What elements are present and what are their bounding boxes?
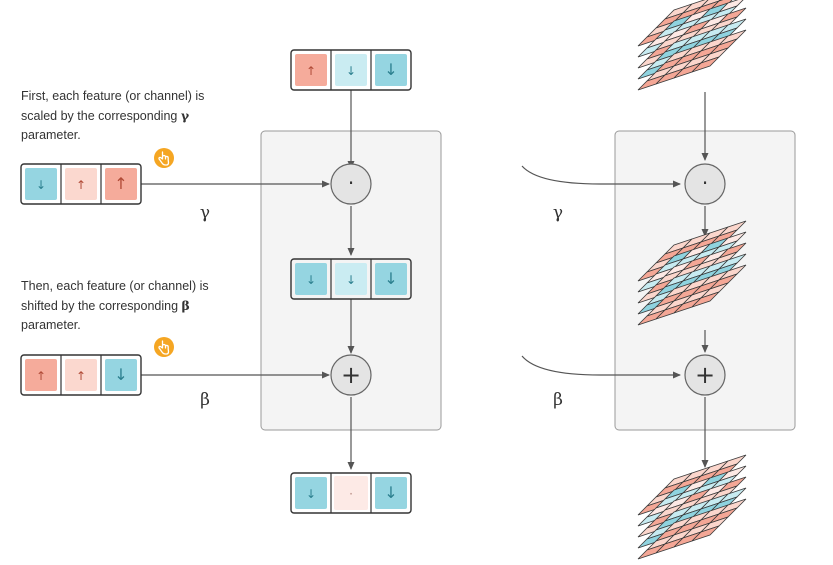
vector-border — [290, 49, 412, 91]
vector-cell: · — [334, 476, 368, 510]
gamma-label: γ — [553, 203, 563, 223]
add-symbol: + — [341, 361, 361, 389]
arrow-r-gamma-to-multiply — [521, 165, 681, 188]
feature-map-layer — [637, 29, 747, 91]
vector-cell: ↑ — [65, 359, 97, 391]
gamma-parameters-vector[interactable]: ↓ ↑ ↑ — [20, 163, 142, 205]
arrow-glyph: ↑ — [76, 178, 86, 192]
multiply-symbol: · — [702, 171, 708, 195]
arrow-glyph: ↑ — [36, 369, 46, 383]
scaled-features-vector: ↓ ↓ ↓ — [290, 258, 412, 300]
shift-caption-text: Then, each feature (or channel) is shift… — [21, 279, 209, 313]
vector-border — [20, 354, 142, 396]
vector-cell: ↓ — [375, 263, 407, 295]
arrow-glyph: ↑ — [306, 64, 316, 78]
gamma-symbol: γ — [180, 108, 190, 123]
add-node-left: + — [330, 354, 372, 396]
scale-caption: First, each feature (or channel) is scal… — [21, 87, 221, 145]
arrow-glyph: ↓ — [384, 60, 397, 79]
arrow-glyph: ↓ — [114, 365, 127, 384]
multiply-node-left: · — [330, 163, 372, 205]
arrow-glyph: · — [349, 487, 353, 501]
beta-symbol: β — [181, 298, 190, 313]
shift-caption: Then, each feature (or channel) is shift… — [21, 277, 221, 335]
beta-label: β — [200, 390, 210, 410]
vector-cell: ↓ — [25, 168, 57, 200]
vector-cell: ↓ — [295, 477, 327, 509]
hand-pointer-icon[interactable] — [154, 337, 174, 357]
output-feature-map-stack — [637, 454, 747, 560]
arrow-glyph: ↑ — [114, 174, 127, 193]
arrow-r-beta-to-add — [521, 355, 681, 379]
hand-pointer-icon[interactable] — [154, 148, 174, 168]
input-features-vector: ↑ ↓ ↓ — [290, 49, 412, 91]
add-node-right: + — [684, 354, 726, 396]
scaled-feature-map-stack — [637, 220, 747, 326]
vector-cell: ↓ — [105, 359, 137, 391]
add-symbol: + — [695, 361, 715, 389]
multiply-node-right: · — [684, 163, 726, 205]
arrow-glyph: ↓ — [36, 178, 46, 192]
beta-parameters-vector[interactable]: ↑ ↑ ↓ — [20, 354, 142, 396]
scale-caption-word: parameter. — [21, 128, 81, 142]
arrow-glyph: ↓ — [346, 64, 356, 78]
feature-map-cell — [691, 56, 720, 73]
arrow-glyph: ↑ — [76, 369, 86, 383]
vector-border — [290, 472, 412, 514]
arrow-glyph: ↓ — [384, 483, 397, 502]
feature-map-cell — [691, 291, 720, 308]
vector-cell: ↑ — [105, 168, 137, 200]
arrow-glyph: ↓ — [306, 273, 316, 287]
vector-cell: ↑ — [65, 168, 97, 200]
feature-map-layer — [637, 264, 747, 326]
vector-cell: ↑ — [295, 54, 327, 86]
beta-label: β — [553, 390, 563, 410]
vector-cell: ↓ — [295, 263, 327, 295]
arrow-glyph: ↓ — [306, 487, 316, 501]
scale-caption-text: First, each feature (or channel) is scal… — [21, 89, 205, 123]
arrow-glyph: ↓ — [346, 273, 356, 287]
input-feature-map-stack — [637, 0, 747, 91]
shift-caption-word: parameter. — [21, 318, 81, 332]
vector-cell: ↓ — [375, 54, 407, 86]
gamma-label: γ — [200, 203, 210, 223]
vector-cell: ↓ — [335, 54, 367, 86]
vector-cell: ↑ — [25, 359, 57, 391]
vector-cell: ↓ — [375, 477, 407, 509]
multiply-symbol: · — [348, 171, 354, 195]
output-features-vector: ↓ · ↓ — [290, 472, 412, 514]
arrow-glyph: ↓ — [384, 269, 397, 288]
vector-cell: ↓ — [335, 263, 367, 295]
vector-border — [290, 258, 412, 300]
feature-map-layer — [637, 498, 747, 560]
feature-map-cell — [691, 525, 720, 542]
vector-border — [20, 163, 142, 205]
